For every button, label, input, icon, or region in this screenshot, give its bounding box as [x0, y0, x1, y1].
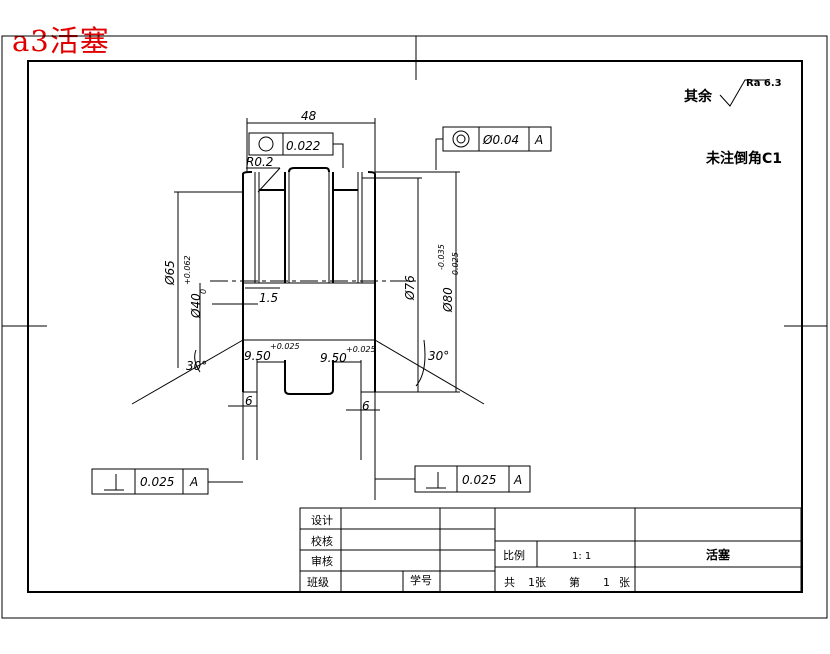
fcf-perp-right-datum: A [513, 473, 522, 487]
outer-frame [1, 35, 828, 619]
inner-frame [27, 60, 803, 593]
fcf-perp-left-value: 0.025 [140, 475, 174, 489]
title-block: 设计 校核 审核 班级 学号 比例 1: 1 活塞 共 1张 第 1 张 [299, 507, 802, 593]
tb-sheet-unit: 张 [619, 576, 630, 589]
dim-d76: Ø76 [403, 275, 417, 301]
dim-land-left: 6 [245, 394, 253, 408]
tb-scale-label: 比例 [503, 548, 525, 562]
dim-land-right: 6 [362, 399, 370, 413]
fcf-perp-right-value: 0.025 [462, 473, 496, 487]
roughness-symbol-icon [719, 79, 770, 107]
tb-sheet-no: 1 [603, 576, 610, 589]
title-stamp: a3活塞 [12, 24, 110, 58]
cylindricity-icon [258, 136, 274, 152]
dim-angle-right: 30° [428, 349, 449, 363]
dim-radius: R0.2 [246, 155, 273, 169]
tb-total: 共 [504, 576, 515, 589]
tb-review: 审核 [311, 554, 333, 568]
dim-groove-depth: 1.5 [259, 291, 278, 305]
tb-design: 设计 [311, 514, 333, 527]
fcf-perp-left-datum: A [189, 475, 198, 489]
tb-scale-value: 1: 1 [572, 551, 591, 562]
tb-class: 班级 [307, 576, 329, 589]
roughness-other-label: 其余 [684, 88, 713, 105]
fcf-coaxiality: Ø0.04 A [435, 126, 552, 170]
fcf-cylindricity-value: 0.022 [286, 139, 320, 153]
tb-part-name: 活塞 [706, 547, 731, 562]
tb-check: 校核 [311, 534, 333, 548]
dim-d40-tol-upper: +0.062 [183, 255, 192, 285]
dim-groove-left: 9.50 [244, 349, 271, 363]
dim-width: 48 [301, 109, 317, 123]
fcf-perp-left: 0.025 A [91, 468, 243, 495]
tb-total-sheets: 1张 [528, 576, 546, 589]
dim-d80-tol-lower: -0.025 [451, 252, 460, 278]
dim-d40-tol-lower: 0 [199, 289, 208, 294]
dim-groove-right-tol: +0.025 [346, 345, 376, 354]
dim-d65: Ø65 [163, 260, 177, 286]
roughness-ra-label: Ra 6.3 [746, 78, 782, 89]
dim-d40: Ø40 [189, 293, 203, 319]
perpendicularity-icon [426, 472, 446, 489]
dim-d80: Ø80 [441, 287, 455, 313]
dim-groove-left-tol: +0.025 [270, 342, 300, 351]
dim-groove-right: 9.50 [320, 351, 347, 365]
chamfer-note: 未注倒角C1 [706, 150, 782, 167]
tb-student-no: 学号 [410, 573, 432, 587]
tb-sheet-label: 第 [569, 575, 580, 589]
fcf-coaxiality-datum: A [534, 133, 543, 147]
coaxiality-icon [452, 130, 470, 148]
fcf-perp-right: 0.025 A [375, 465, 531, 493]
fcf-coaxiality-value: Ø0.04 [482, 133, 519, 147]
dim-d80-tol-upper: -0.035 [437, 244, 446, 270]
dim-angle-left: 30° [186, 359, 207, 373]
perpendicularity-icon [104, 474, 124, 491]
piston-section [210, 167, 420, 395]
fcf-cylindricity: 0.022 [248, 132, 344, 168]
